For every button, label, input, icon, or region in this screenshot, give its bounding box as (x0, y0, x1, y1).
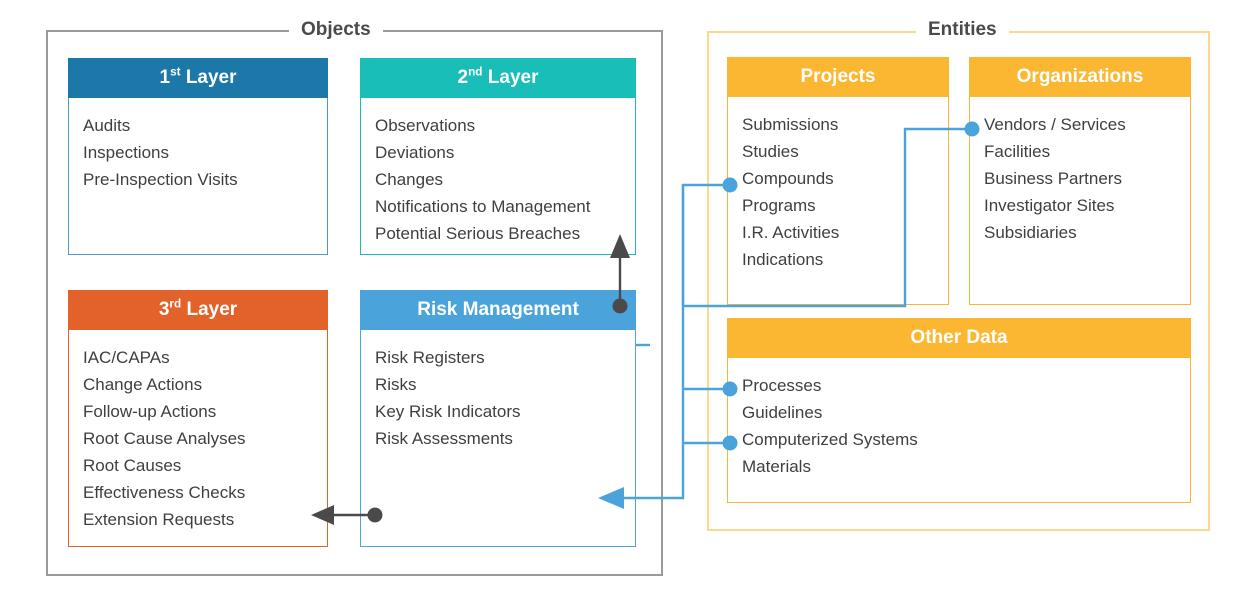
card-risk-management[interactable]: Risk Management Risk Registers Risks Key… (360, 290, 636, 547)
list-item: Potential Serious Breaches (375, 224, 581, 243)
card-third-layer-ordinal: rd (169, 297, 182, 311)
first-layer-list: Audits Inspections Pre-Inspection Visits (83, 112, 327, 193)
list-item: Materials (742, 457, 811, 476)
list-item: Studies (742, 142, 799, 161)
list-item: IAC/CAPAs (83, 348, 170, 367)
list-item: Notifications to Management (375, 197, 591, 216)
list-item: Facilities (984, 142, 1051, 161)
card-projects[interactable]: Projects Submissions Studies Compounds P… (727, 57, 949, 305)
card-second-layer-title: Layer (487, 67, 539, 88)
card-other-data-header: Other Data (727, 318, 1191, 358)
list-item: Business Partners (984, 169, 1122, 188)
organizations-list: Vendors / Services Facilities Business P… (984, 111, 1190, 246)
list-item: Processes (742, 376, 822, 395)
card-organizations-body: Vendors / Services Facilities Business P… (969, 97, 1191, 305)
second-layer-list: Observations Deviations Changes Notifica… (375, 112, 635, 247)
objects-group-title: Objects (289, 19, 383, 41)
card-risk-management-body: Risk Registers Risks Key Risk Indicators… (360, 330, 636, 547)
other-data-list: Processes Guidelines Computerized System… (742, 372, 1190, 480)
card-second-layer-body: Observations Deviations Changes Notifica… (360, 98, 636, 255)
list-item: Root Cause Analyses (83, 429, 246, 448)
list-item: Key Risk Indicators (375, 402, 521, 421)
card-first-layer-number: 1 (159, 67, 171, 88)
card-first-layer-ordinal: st (170, 65, 181, 79)
list-item: Investigator Sites (984, 196, 1115, 215)
list-item: Risk Registers (375, 348, 485, 367)
entities-group-title: Entities (916, 19, 1009, 41)
list-item: Change Actions (83, 375, 203, 394)
list-item: Changes (375, 170, 444, 189)
list-item: Inspections (83, 143, 169, 162)
list-item: Pre-Inspection Visits (83, 170, 238, 189)
card-third-layer-header: 3rd Layer (68, 290, 328, 330)
card-first-layer-title: Layer (185, 67, 237, 88)
list-item: Programs (742, 196, 816, 215)
projects-list: Submissions Studies Compounds Programs I… (742, 111, 948, 273)
card-third-layer-body: IAC/CAPAs Change Actions Follow-up Actio… (68, 330, 328, 547)
card-organizations-header: Organizations (969, 57, 1191, 97)
list-item: Vendors / Services (984, 115, 1126, 134)
card-projects-header: Projects (727, 57, 949, 97)
card-first-layer-body: Audits Inspections Pre-Inspection Visits (68, 98, 328, 255)
card-other-data-body: Processes Guidelines Computerized System… (727, 358, 1191, 503)
card-first-layer[interactable]: 1st Layer Audits Inspections Pre-Inspect… (68, 58, 328, 255)
card-other-data[interactable]: Other Data Processes Guidelines Computer… (727, 318, 1191, 503)
list-item: Deviations (375, 143, 455, 162)
list-item: Observations (375, 116, 476, 135)
list-item: Subsidiaries (984, 223, 1077, 242)
list-item: I.R. Activities (742, 223, 840, 242)
list-item: Follow-up Actions (83, 402, 217, 421)
list-item: Effectiveness Checks (83, 483, 246, 502)
list-item: Indications (742, 250, 824, 269)
card-second-layer[interactable]: 2nd Layer Observations Deviations Change… (360, 58, 636, 255)
list-item: Risks (375, 375, 417, 394)
card-risk-management-header: Risk Management (360, 290, 636, 330)
list-item: Compounds (742, 169, 834, 188)
card-first-layer-header: 1st Layer (68, 58, 328, 98)
card-second-layer-ordinal: nd (468, 65, 483, 79)
list-item: Root Causes (83, 456, 182, 475)
card-third-layer-number: 3 (158, 299, 170, 320)
list-item: Submissions (742, 115, 839, 134)
list-item: Audits (83, 116, 131, 135)
card-second-layer-header: 2nd Layer (360, 58, 636, 98)
card-third-layer[interactable]: 3rd Layer IAC/CAPAs Change Actions Follo… (68, 290, 328, 547)
card-organizations[interactable]: Organizations Vendors / Services Facilit… (969, 57, 1191, 305)
list-item: Guidelines (742, 403, 823, 422)
card-second-layer-number: 2 (457, 67, 469, 88)
card-third-layer-title: Layer (186, 299, 238, 320)
list-item: Computerized Systems (742, 430, 918, 449)
list-item: Extension Requests (83, 510, 235, 529)
card-projects-body: Submissions Studies Compounds Programs I… (727, 97, 949, 305)
third-layer-list: IAC/CAPAs Change Actions Follow-up Actio… (83, 344, 327, 533)
list-item: Risk Assessments (375, 429, 513, 448)
risk-management-list: Risk Registers Risks Key Risk Indicators… (375, 344, 635, 452)
